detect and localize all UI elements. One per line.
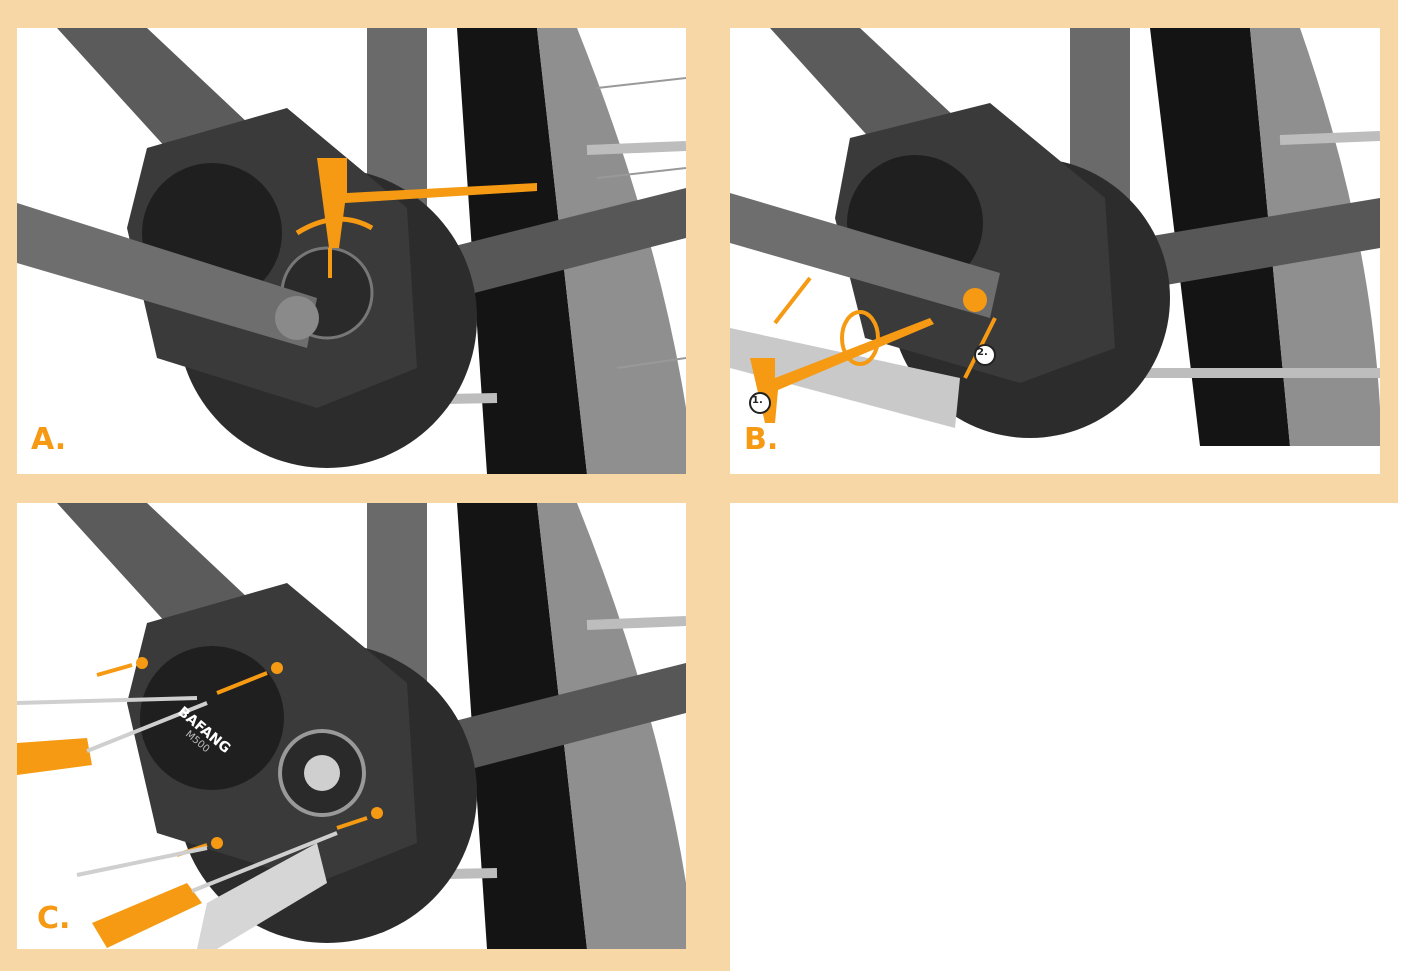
step-label-b: B. bbox=[744, 422, 779, 457]
panel-c-illustration: BAFANG M500 bbox=[17, 503, 686, 949]
hex-key-icon bbox=[317, 158, 537, 248]
panel-c: BAFANG M500 C. bbox=[17, 503, 686, 949]
marker-1: 1. bbox=[752, 395, 763, 406]
hex-key-icon bbox=[750, 318, 934, 423]
left-arrow-icon bbox=[96, 663, 133, 677]
step-label-a: A. bbox=[31, 422, 67, 457]
screw-icon bbox=[136, 657, 148, 669]
motor-cover bbox=[140, 646, 284, 790]
left-arrow-icon bbox=[336, 816, 368, 830]
screw-icon bbox=[371, 807, 383, 819]
chain-stay bbox=[407, 663, 686, 783]
left-arrow-icon bbox=[216, 671, 268, 695]
screw-icon bbox=[271, 662, 283, 674]
panel-a: A. bbox=[17, 28, 686, 474]
step-label-c: C. bbox=[37, 901, 71, 936]
screw-icon bbox=[211, 837, 223, 849]
marker-2: 2. bbox=[977, 347, 988, 358]
marker-1-circle bbox=[749, 392, 771, 414]
rotate-arrow-icon bbox=[840, 310, 880, 366]
panel-a-illustration bbox=[17, 28, 686, 474]
crank-bolt-icon bbox=[963, 288, 987, 312]
screwdriver-shaft bbox=[76, 846, 208, 877]
chain bbox=[586, 141, 686, 155]
screwdriver-icon bbox=[17, 738, 92, 775]
marker-2-circle bbox=[974, 344, 996, 366]
crank-arm-removed bbox=[197, 843, 327, 949]
panel-b: 1. 2. B. bbox=[730, 28, 1380, 474]
screwdriver-shaft bbox=[17, 696, 198, 705]
rotate-arrow-icon bbox=[295, 216, 374, 236]
panel-b-illustration bbox=[730, 28, 1380, 474]
chain-stay bbox=[407, 188, 686, 308]
crank-arm bbox=[17, 203, 317, 348]
screwdriver-icon bbox=[92, 883, 202, 948]
chain bbox=[1279, 131, 1380, 145]
chain-stay bbox=[1110, 198, 1380, 293]
chain bbox=[586, 616, 686, 630]
crank-arm bbox=[730, 193, 1000, 318]
pull-arrow-icon bbox=[773, 276, 812, 325]
crank-arm-removed bbox=[730, 328, 960, 428]
